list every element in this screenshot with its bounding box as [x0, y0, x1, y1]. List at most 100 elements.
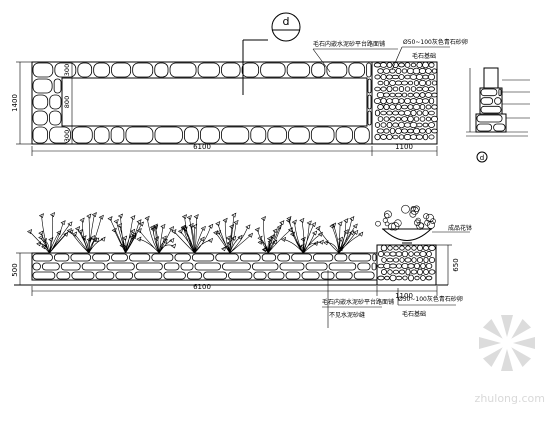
plan-cobble [431, 92, 438, 98]
elevation-cobble [407, 263, 415, 269]
plan-stone [366, 62, 372, 78]
detail-stones [476, 88, 506, 132]
elevation-cobble [392, 257, 400, 263]
plan-cobble [373, 62, 382, 68]
elevation-stone [228, 271, 253, 280]
plan-cobble [380, 134, 387, 140]
plan-stone [335, 126, 353, 144]
elevation-stone [191, 253, 215, 262]
plan-cobble [398, 134, 405, 140]
elevation-stone [305, 262, 328, 271]
elevation-cobble [426, 250, 432, 258]
elevation-cobble [405, 268, 411, 276]
plan-cobble [395, 67, 402, 75]
elevation-stone [129, 253, 151, 262]
plan-cobble [409, 121, 418, 129]
plan-view: d 毛石内嵌水泥砂平台路面铺 Ø50~100灰色青石砂卵 毛石基础 1400 3… [11, 12, 468, 156]
section-marker-circle [271, 12, 301, 42]
elevation-base-label: 毛石基础 [402, 310, 426, 318]
elevation-stone [151, 253, 174, 262]
elevation-stone [320, 271, 335, 280]
plan-cobble [413, 92, 420, 98]
shrub-leaf [410, 206, 416, 212]
plan-cobble [407, 92, 414, 98]
elevation-stone [32, 262, 41, 271]
shrub-leaf [413, 205, 420, 212]
plan-cobble-box [373, 61, 438, 141]
elevation-stone [371, 262, 377, 271]
plan-cobble [398, 121, 405, 129]
watermark-logo [479, 315, 535, 371]
elevation-stone [334, 253, 348, 262]
plan-cobble [394, 92, 403, 98]
vine-plant [281, 215, 324, 254]
shrub-leaf [375, 220, 381, 227]
plan-stone [354, 126, 370, 144]
plan-cobble [386, 121, 393, 129]
plan-cobble [391, 97, 400, 105]
elev-dim-length-box: 1100 [395, 292, 413, 300]
plan-cobble [413, 116, 420, 122]
plan-cobble [404, 97, 411, 105]
plan-stone [260, 62, 286, 78]
plan-cobble [416, 61, 423, 69]
elevation-stone [252, 262, 279, 271]
plan-cobble [401, 92, 408, 98]
elevation-stone [357, 262, 371, 271]
plan-cobble [380, 122, 387, 128]
plan-cobble [421, 98, 430, 104]
plan-cobble [428, 134, 435, 140]
elevation-cobble [411, 245, 417, 251]
plan-cobble [406, 67, 415, 75]
elevation-cobble [381, 257, 387, 263]
detail-stone [480, 105, 502, 114]
plan-dim-top-band: 300 [63, 64, 71, 76]
elevation-cobble [425, 275, 433, 281]
plan-cobble [373, 98, 382, 104]
plan-stone [286, 62, 311, 78]
shrub-leaf [430, 218, 436, 224]
plan-cobble [425, 80, 432, 86]
elevation-cobble [380, 269, 388, 275]
elevation-wall-label-1: 毛石内嵌水泥砂平台路面铺 [322, 298, 394, 306]
plan-cobble [418, 67, 427, 75]
vine-plant [315, 216, 364, 254]
plan-dim-total: 1400 [11, 94, 19, 112]
section-detail: d [466, 67, 530, 163]
plan-cobble [392, 110, 399, 116]
elev-dim-height-box: 650 [452, 258, 460, 271]
plan-stone [125, 126, 154, 144]
plan-cobble [400, 80, 409, 86]
plan-cobble [422, 74, 429, 80]
plan-cobble [425, 128, 432, 134]
plan-cobble [419, 103, 426, 111]
plan-cobble [386, 85, 393, 93]
plan-stone [326, 62, 348, 78]
plan-cobble [428, 122, 435, 128]
plan-cobble [412, 67, 421, 75]
plan-cobble-leader-arrow [391, 46, 403, 71]
plan-cobble [374, 133, 381, 141]
elevation-stone [81, 262, 106, 271]
plan-cobble [379, 62, 388, 68]
elevation-cobble [405, 245, 411, 251]
plan-wall-leader-arrow [312, 48, 331, 73]
plan-cobble [392, 134, 399, 140]
vine-plant [213, 212, 253, 254]
plan-cobble [395, 103, 402, 111]
elevation-stone [134, 271, 163, 280]
plan-cobble [422, 61, 429, 69]
plan-stone [49, 94, 62, 110]
elevation-cobble [386, 257, 394, 263]
elevation-stone [328, 262, 357, 271]
planter-shrub [375, 204, 436, 231]
plan-cobble [407, 115, 414, 123]
plan-cobble [380, 97, 387, 105]
plan-cobble [431, 128, 438, 134]
elevation-cobble [377, 275, 385, 281]
watermark-petal [482, 318, 503, 339]
elevation-cobble [420, 275, 426, 281]
elevation-cobble [383, 251, 391, 257]
section-marker-label: d [283, 15, 290, 28]
plan-cobble [431, 68, 438, 74]
